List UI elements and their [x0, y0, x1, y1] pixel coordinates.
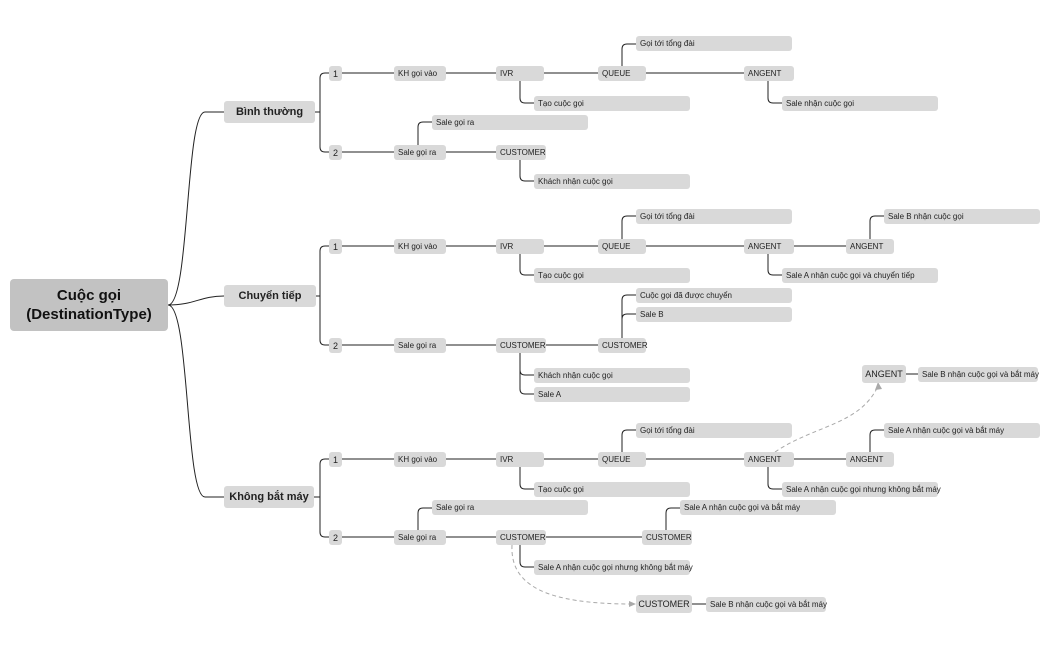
sale-a-khong-bat-may-node[interactable]: Sale A nhận cuộc gọi nhưng không bắt máy: [534, 560, 693, 575]
kh-goi-vao-node[interactable]: KH gọi vào: [394, 452, 446, 467]
sale-goi-ra-node[interactable]: Sale gọi ra: [394, 338, 446, 353]
sale-a-nhan-chuyen-tiep-node[interactable]: Sale A nhận cuộc gọi và chuyển tiếp: [782, 268, 938, 283]
goi-toi-tong-dai-node[interactable]: Gọi tới tổng đài: [636, 423, 792, 438]
arrow-head-icon: [629, 601, 636, 607]
sale-goi-ra-note-node[interactable]: Sale gọi ra: [432, 115, 588, 130]
branch-khong-bat-may[interactable]: Không bắt máy: [224, 486, 314, 508]
sale-a-bat-may-node[interactable]: Sale A nhận cuộc gọi và bắt máy: [680, 500, 836, 515]
case-number[interactable]: 1: [329, 452, 342, 467]
sale-goi-ra-node[interactable]: Sale gọi ra: [394, 145, 446, 160]
angent-node[interactable]: ANGENT: [744, 66, 794, 81]
customer-node[interactable]: CUSTOMER: [496, 338, 546, 353]
customer-node[interactable]: CUSTOMER: [642, 530, 692, 545]
sale-b-bat-may-node[interactable]: Sale B nhận cuộc gọi và bắt máy: [918, 367, 1039, 382]
goi-toi-tong-dai-node[interactable]: Gọi tới tổng đài: [636, 209, 792, 224]
root-subtitle: (DestinationType): [26, 306, 152, 323]
angent-node[interactable]: ANGENT: [744, 239, 794, 254]
tao-cuoc-goi-node[interactable]: Tạo cuộc gọi: [534, 482, 690, 497]
sale-a-khong-bat-may-node[interactable]: Sale A nhận cuộc gọi nhưng không bắt máy: [782, 482, 941, 497]
sale-goi-ra-note-node[interactable]: Sale gọi ra: [432, 500, 588, 515]
case-number[interactable]: 2: [329, 530, 342, 545]
root-node[interactable]: Cuộc gọi (DestinationType): [10, 279, 168, 331]
cuoc-goi-da-duoc-chuyen-node[interactable]: Cuộc gọi đã được chuyển: [636, 288, 792, 303]
sale-a-node[interactable]: Sale A: [534, 387, 690, 402]
tao-cuoc-goi-node[interactable]: Tạo cuộc gọi: [534, 96, 690, 111]
arrow-head-icon: [875, 382, 882, 390]
angent-node[interactable]: ANGENT: [862, 365, 906, 383]
sale-b-bat-may-node[interactable]: Sale B nhận cuộc gọi và bắt máy: [706, 597, 827, 612]
branch-chuyen-tiep[interactable]: Chuyển tiếp: [224, 285, 316, 307]
khach-nhan-cuoc-goi-node[interactable]: Khách nhận cuộc gọi: [534, 368, 690, 383]
branch-binh-thuong[interactable]: Bình thường: [224, 101, 315, 123]
queue-node[interactable]: QUEUE: [598, 66, 646, 81]
angent-node[interactable]: ANGENT: [744, 452, 794, 467]
angent-node[interactable]: ANGENT: [846, 239, 894, 254]
queue-node[interactable]: QUEUE: [598, 452, 646, 467]
tao-cuoc-goi-node[interactable]: Tạo cuộc gọi: [534, 268, 690, 283]
ivr-node[interactable]: IVR: [496, 66, 544, 81]
angent-node[interactable]: ANGENT: [846, 452, 894, 467]
kh-goi-vao-node[interactable]: KH gọi vào: [394, 66, 446, 81]
ivr-node[interactable]: IVR: [496, 239, 544, 254]
sale-goi-ra-node[interactable]: Sale gọi ra: [394, 530, 446, 545]
ivr-node[interactable]: IVR: [496, 452, 544, 467]
sale-b-nhan-cuoc-goi-node[interactable]: Sale B nhận cuộc gọi: [884, 209, 1040, 224]
customer-node[interactable]: CUSTOMER: [636, 595, 692, 613]
sale-b-node[interactable]: Sale B: [636, 307, 792, 322]
goi-toi-tong-dai-node[interactable]: Gọi tới tổng đài: [636, 36, 792, 51]
root-title: Cuộc gọi: [56, 287, 122, 304]
case-number[interactable]: 1: [329, 239, 342, 254]
customer-node[interactable]: CUSTOMER: [598, 338, 648, 353]
case-number[interactable]: 2: [329, 145, 342, 160]
sale-nhan-cuoc-goi-node[interactable]: Sale nhận cuộc gọi: [782, 96, 938, 111]
customer-node[interactable]: CUSTOMER: [496, 530, 546, 545]
queue-node[interactable]: QUEUE: [598, 239, 646, 254]
kh-goi-vao-node[interactable]: KH gọi vào: [394, 239, 446, 254]
customer-node[interactable]: CUSTOMER: [496, 145, 546, 160]
sale-a-bat-may-node[interactable]: Sale A nhận cuộc gọi và bắt máy: [884, 423, 1040, 438]
case-number[interactable]: 2: [329, 338, 342, 353]
case-number[interactable]: 1: [329, 66, 342, 81]
khach-nhan-cuoc-goi-node[interactable]: Khách nhận cuộc gọi: [534, 174, 690, 189]
